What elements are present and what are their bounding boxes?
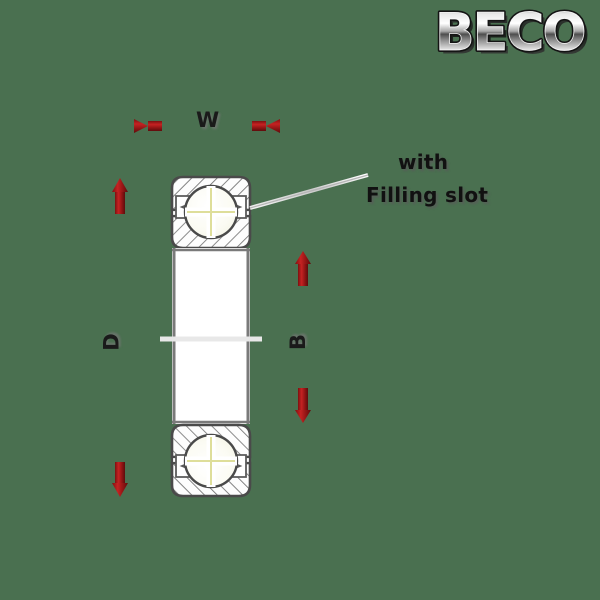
arrow-d-top — [112, 178, 128, 214]
dimension-label-b: B — [286, 333, 311, 351]
beco-logo-svg: BECO BECO BECO BECO — [433, 2, 590, 65]
arrow-w-right — [252, 119, 280, 133]
dimension-label-d: D — [99, 333, 124, 351]
annotation-line-with: with — [398, 150, 449, 174]
beco-logo-letters: BECO BECO BECO BECO — [433, 2, 590, 65]
beco-logo: BECO BECO BECO BECO — [432, 2, 592, 64]
annotation-line-filling-slot: Filling slot — [366, 183, 489, 207]
upper-ring-section — [170, 175, 252, 250]
lower-ball-crosshair — [185, 435, 237, 487]
arrow-d-bottom — [112, 462, 128, 497]
arrow-w-left — [134, 119, 162, 133]
arrow-b-bottom — [295, 388, 311, 423]
arrow-b-top — [295, 251, 311, 286]
leader-line-filling-slot — [249, 173, 369, 210]
svg-text:BECO: BECO — [439, 7, 589, 65]
bearing-body — [160, 175, 262, 498]
svg-text:BECO: BECO — [435, 3, 585, 63]
svg-text:BECO: BECO — [435, 3, 585, 63]
bore-section — [172, 248, 250, 424]
dimension-arrows — [112, 119, 311, 497]
lower-ring-section — [170, 423, 252, 498]
dimension-label-w: W — [196, 108, 220, 132]
svg-text:BECO: BECO — [435, 3, 585, 63]
upper-ball-crosshair — [185, 186, 237, 238]
